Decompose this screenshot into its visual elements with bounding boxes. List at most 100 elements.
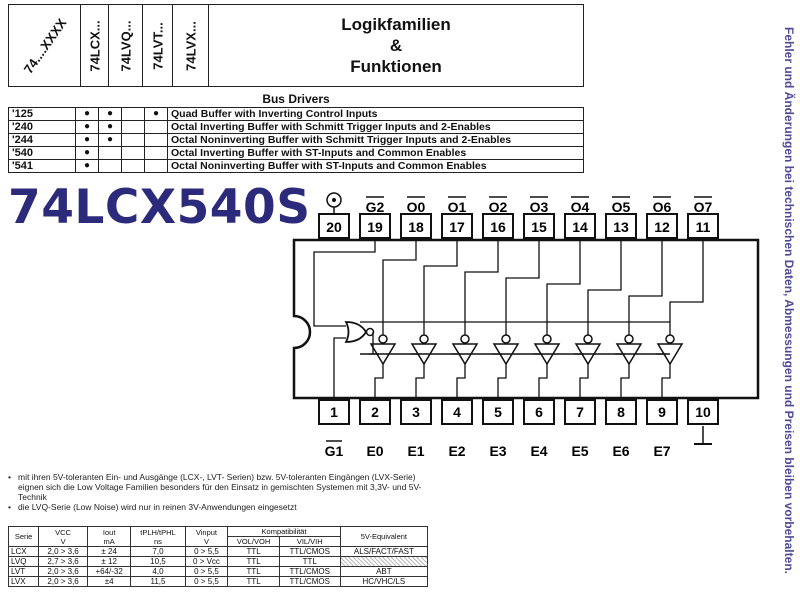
page-title: Logikfamilien & Funktionen <box>209 5 583 86</box>
pin-label: E6 <box>612 443 629 459</box>
pin-box <box>441 213 473 239</box>
bus-driver-row: '244●●Octal Noninverting Buffer with Sch… <box>8 133 584 147</box>
part-number: 74LCX540S <box>8 180 311 235</box>
series-cell-iout: +64/-32 <box>86 566 132 577</box>
pin-number: 9 <box>658 404 666 420</box>
note-item: • mit ihren 5V-toleranten Ein- und Ausgä… <box>8 472 428 502</box>
pin-box <box>359 399 391 425</box>
series-cell-vil: TTL/CMOS <box>278 576 341 587</box>
series-cell-vcc: 2,0 > 3,6 <box>38 576 88 587</box>
note-item: • die LVQ-Serie (Low Noise) wird nur in … <box>8 502 428 512</box>
pin-label: O7 <box>694 199 713 215</box>
pin-number: 17 <box>449 219 465 235</box>
part-code: '540 <box>8 146 76 160</box>
pin-number: 1 <box>330 404 338 420</box>
input-wire <box>456 364 466 398</box>
availability-empty <box>144 159 168 173</box>
pin-label: E2 <box>448 443 465 459</box>
pin-label: O6 <box>653 199 672 215</box>
pin-number: 16 <box>490 219 506 235</box>
output-wire <box>669 240 704 335</box>
part-code: '244 <box>8 133 76 147</box>
pin-label: G2 <box>366 199 385 215</box>
vcc-dot-icon <box>332 198 336 202</box>
pin-box <box>564 213 596 239</box>
note-text: mit ihren 5V-toleranten Ein- und Ausgäng… <box>18 472 422 502</box>
availability-dot-icon: ● <box>75 133 99 147</box>
series-cell-tplh: 11,5 <box>130 576 186 587</box>
ic-body-outline <box>292 238 760 400</box>
inverter-bubble-icon <box>624 334 634 344</box>
pin-box <box>441 399 473 425</box>
col-vil: VIL/VIH <box>278 536 341 547</box>
output-wire <box>587 240 622 335</box>
pin-label: G1 <box>325 443 344 459</box>
pin-number: 12 <box>654 219 670 235</box>
availability-dot-icon: ● <box>75 107 99 121</box>
series-cell-serie: LVX <box>7 576 40 587</box>
bus-driver-row: '240●●Octal Inverting Buffer with Schmit… <box>8 120 584 134</box>
availability-empty <box>121 159 145 173</box>
pin-box <box>687 399 719 425</box>
family-label: 74LVQ... <box>118 19 133 72</box>
series-cell-vol: TTL <box>227 556 280 567</box>
bus-driver-row: '541●Octal Noninverting Buffer with ST-I… <box>8 159 584 173</box>
availability-dot-icon: ● <box>98 133 122 147</box>
series-cell-tplh: 10,5 <box>130 556 186 567</box>
family-label: 74....XXXX <box>20 15 69 76</box>
pin-number: 13 <box>613 219 629 235</box>
pin-number: 19 <box>367 219 383 235</box>
availability-dot-icon: ● <box>75 146 99 160</box>
series-cell-vcc: 2,0 > 3,6 <box>38 546 88 557</box>
series-cell-vinput: 0 > Vcc <box>184 556 229 567</box>
input-wire <box>579 364 589 398</box>
inverter-bubble-icon <box>378 334 388 344</box>
pin-box <box>605 213 637 239</box>
series-cell-serie: LVQ <box>7 556 40 567</box>
pin-number: 11 <box>696 219 711 235</box>
bus-drivers-table: '125●●●Quad Buffer with Inverting Contro… <box>8 107 584 173</box>
series-cell-serie: LVT <box>7 566 40 577</box>
pin-label: O2 <box>489 199 508 215</box>
series-cell-vinput: 0 > 5,5 <box>184 566 229 577</box>
availability-empty <box>98 159 122 173</box>
pin-number: 2 <box>371 404 379 420</box>
pin-box <box>523 399 555 425</box>
nor-gate-icon <box>344 321 368 343</box>
bus-drivers-title: Bus Drivers <box>262 92 330 106</box>
g2-wire <box>313 240 376 327</box>
pin-label: E5 <box>571 443 588 459</box>
part-code: '240 <box>8 120 76 134</box>
pin-number: 7 <box>576 404 584 420</box>
family-label: 74LCX... <box>87 19 102 72</box>
pin-label: E4 <box>530 443 547 459</box>
pin-box <box>523 213 555 239</box>
output-wire <box>628 240 663 335</box>
family-col-generic: 74....XXXX <box>9 5 81 86</box>
col-serie: Serie <box>7 526 40 547</box>
inverter-bubble-icon <box>419 334 429 344</box>
availability-empty <box>144 120 168 134</box>
availability-empty <box>98 146 122 160</box>
pin-box <box>687 213 719 239</box>
input-wire <box>538 364 548 398</box>
series-cell-iout: ± 12 <box>86 556 132 567</box>
col-vol: VOL/VOH <box>227 536 280 547</box>
pin-label: E1 <box>407 443 424 459</box>
input-wire <box>374 364 384 398</box>
part-description: Octal Inverting Buffer with ST-Inputs an… <box>167 146 584 160</box>
series-cell-vinput: 0 > 5,5 <box>184 546 229 557</box>
part-description: Quad Buffer with Inverting Control Input… <box>167 107 584 121</box>
pin-box <box>646 213 678 239</box>
output-wire <box>546 240 581 335</box>
pin-box <box>482 213 514 239</box>
availability-dot-icon: ● <box>98 107 122 121</box>
